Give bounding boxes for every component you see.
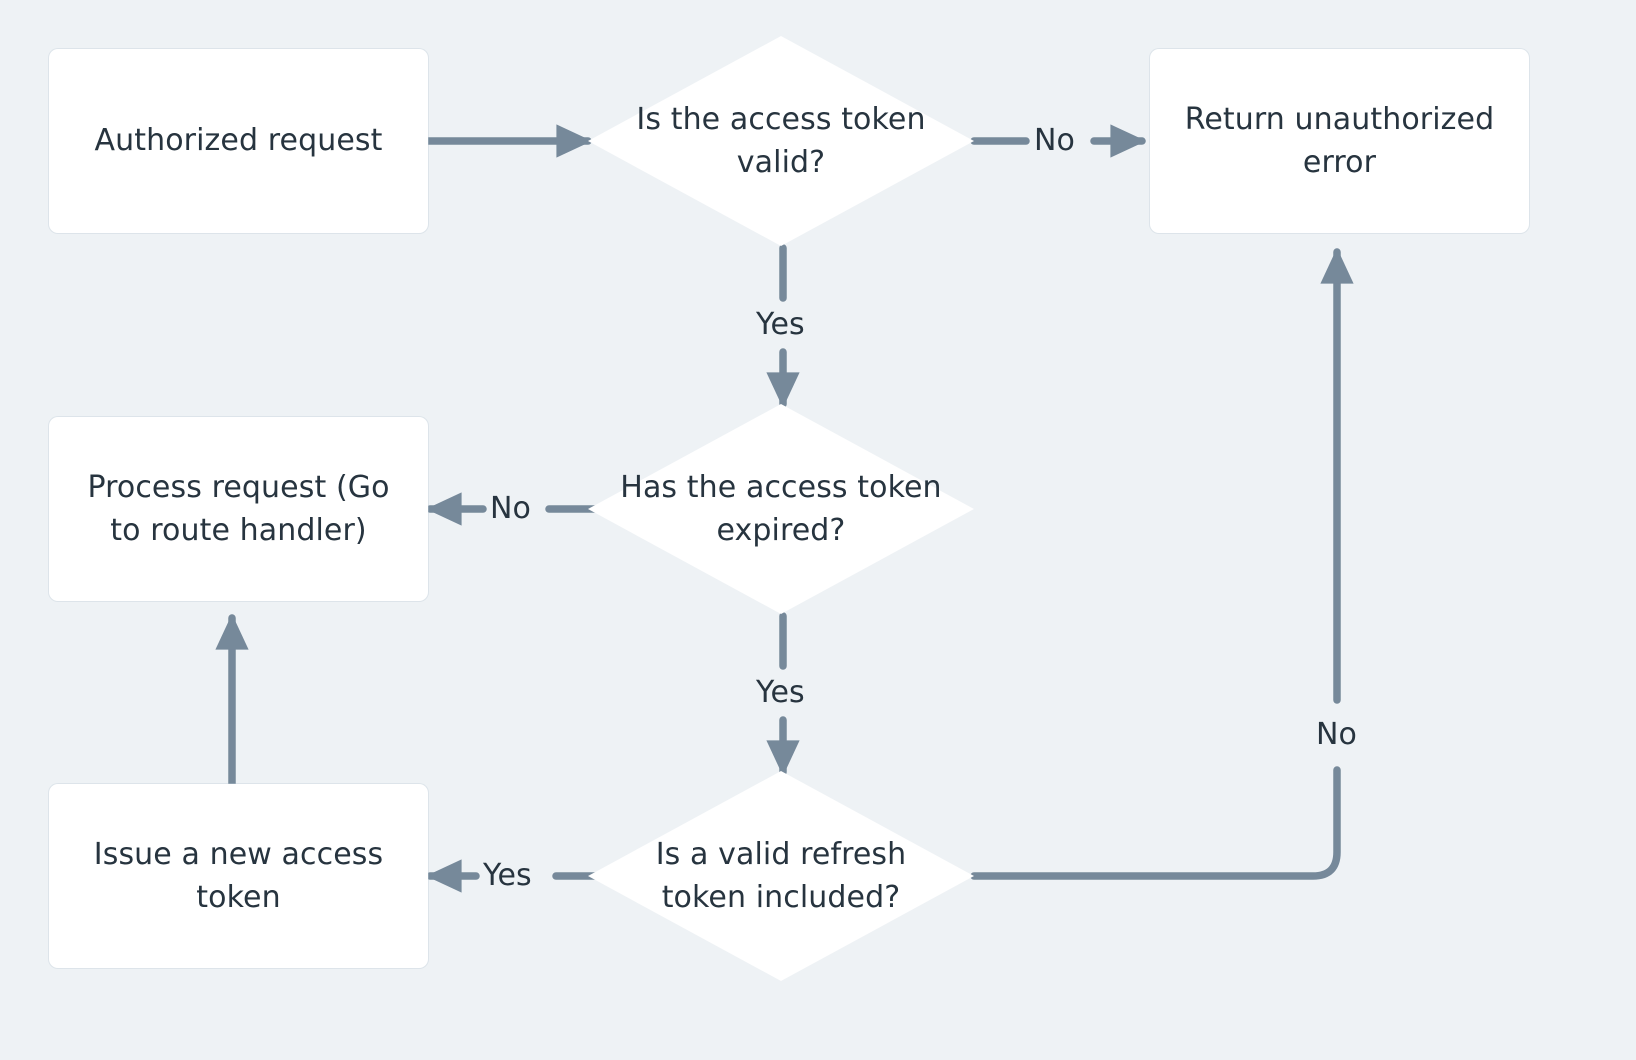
node-label: Return unauthorized error — [1184, 101, 1495, 181]
node-token-valid[interactable]: Is the access token valid? — [588, 36, 974, 246]
edge-label-token-expired-no: No — [490, 491, 531, 526]
edge-refresh-to-unauthorized-a — [970, 766, 1341, 880]
edge-label-refresh-yes: Yes — [483, 858, 532, 893]
node-authorized-request[interactable]: Authorized request — [49, 49, 428, 233]
node-unauthorized-error[interactable]: Return unauthorized error — [1150, 49, 1529, 233]
node-label: Authorized request — [94, 123, 383, 159]
node-label: Process request (Go to route handler) — [87, 469, 390, 549]
node-issue-new-token[interactable]: Issue a new access token — [49, 784, 428, 968]
edge-label-token-valid-yes: Yes — [756, 307, 805, 342]
node-label: Is a valid refresh token included? — [655, 836, 907, 916]
edge-label-refresh-no: No — [1316, 717, 1357, 752]
node-token-expired[interactable]: Has the access token expired? — [588, 404, 974, 614]
edge-label-token-valid-no: No — [1034, 123, 1075, 158]
node-label: Has the access token expired? — [620, 469, 942, 549]
node-refresh-token[interactable]: Is a valid refresh token included? — [588, 771, 974, 981]
node-label: Is the access token valid? — [636, 101, 926, 181]
node-label: Issue a new access token — [93, 836, 384, 916]
edge-label-token-expired-yes: Yes — [756, 675, 805, 710]
node-process-request[interactable]: Process request (Go to route handler) — [49, 417, 428, 601]
